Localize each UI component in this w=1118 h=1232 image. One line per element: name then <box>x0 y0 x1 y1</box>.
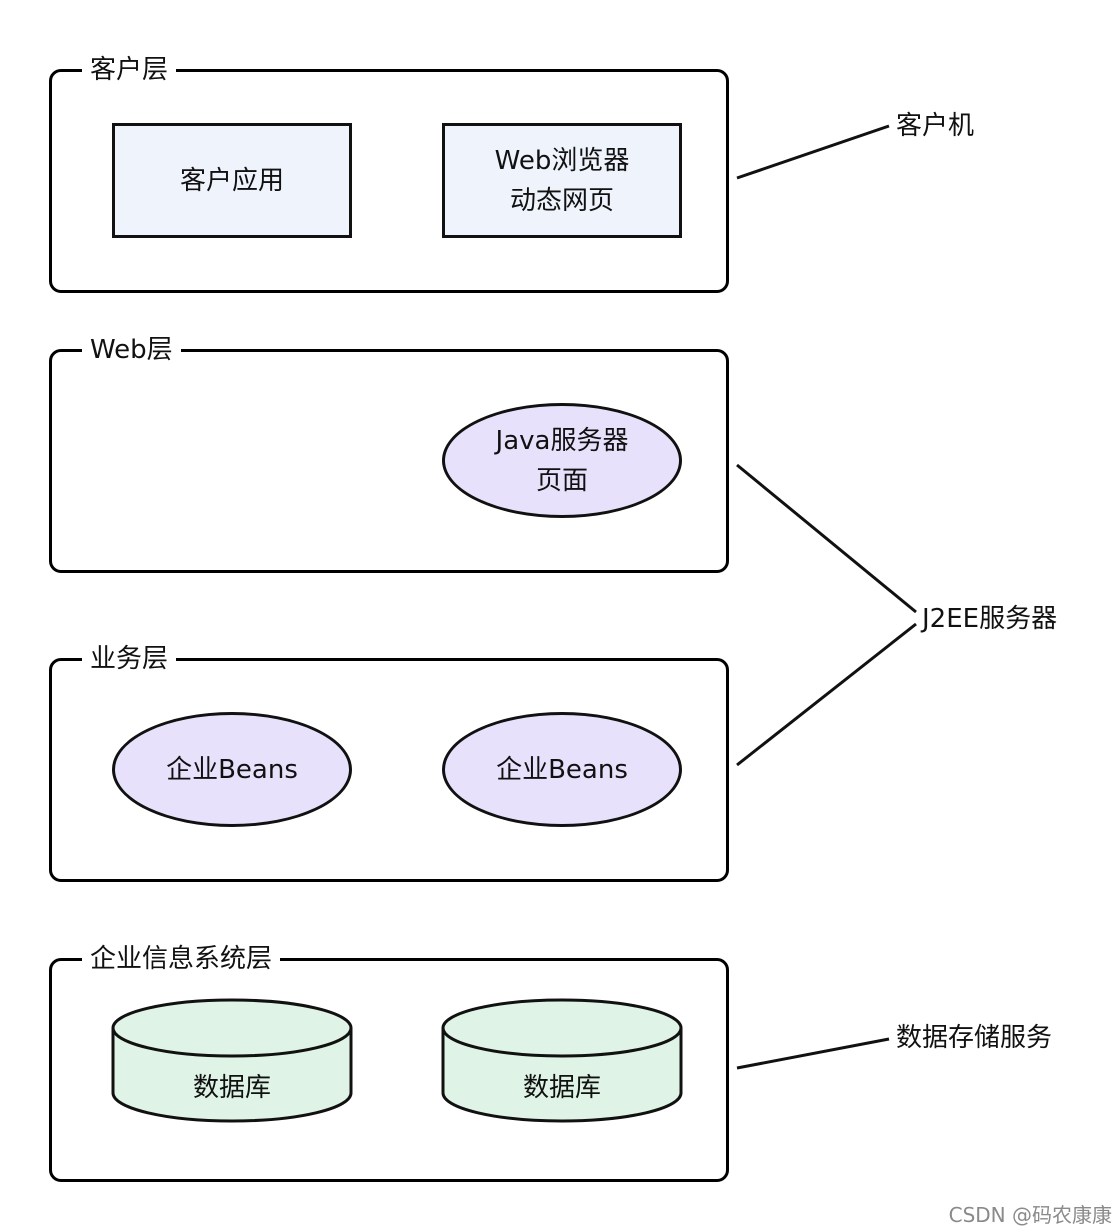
j2ee-server-label: J2EE服务器 <box>922 604 1058 634</box>
client-app-label: 客户应用 <box>179 165 284 196</box>
web-browser-node: Web浏览器 动态网页 <box>442 123 682 238</box>
client-machine-label: 客户机 <box>896 111 975 141</box>
java-server-page-label-line2: 页面 <box>535 465 588 496</box>
client-layer-title: 客户层 <box>82 53 177 87</box>
enterprise-beans-label-1: 企业Beans <box>166 754 298 785</box>
data-storage-connector <box>736 1037 890 1070</box>
database-label-2: 数据库 <box>522 1073 601 1103</box>
database-label-1: 数据库 <box>192 1073 271 1103</box>
eis-layer-title: 企业信息系统层 <box>82 942 281 976</box>
client-app-node: 客户应用 <box>112 123 352 238</box>
j2ee-business-connector <box>736 622 917 767</box>
web-browser-label-line2: 动态网页 <box>509 185 614 216</box>
data-storage-label: 数据存储服务 <box>896 1023 1053 1053</box>
java-server-page-label-line1: Java服务器 <box>495 425 629 456</box>
web-browser-label-line1: Web浏览器 <box>494 145 630 176</box>
database-cylinder-2 <box>441 998 683 1123</box>
enterprise-beans-node-1: 企业Beans <box>112 712 352 827</box>
web-layer-title: Web层 <box>82 333 181 367</box>
java-server-page-node: Java服务器 页面 <box>442 403 682 518</box>
j2ee-web-connector <box>736 463 917 614</box>
database-cylinder-1 <box>111 998 353 1123</box>
enterprise-beans-label-2: 企业Beans <box>496 754 628 785</box>
business-layer-title: 业务层 <box>82 642 177 676</box>
csdn-watermark: CSDN @码农康康 <box>948 1203 1112 1227</box>
enterprise-beans-node-2: 企业Beans <box>442 712 682 827</box>
client-machine-connector <box>736 124 890 180</box>
